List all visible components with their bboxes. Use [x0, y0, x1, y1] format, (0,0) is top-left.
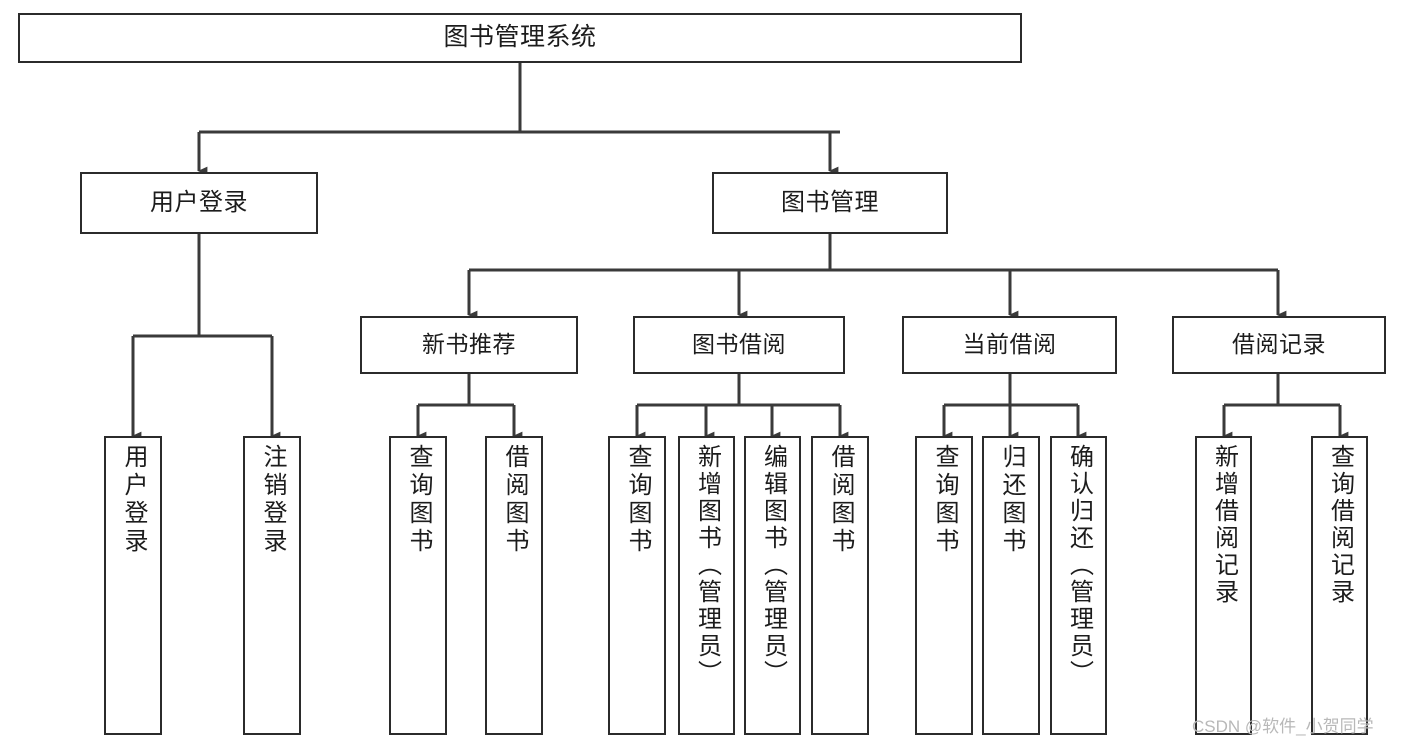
leaf-borrow-edit-book-admin[interactable]: 编辑图书（管理员）	[744, 436, 801, 735]
node-root-system[interactable]: 图书管理系统	[18, 13, 1022, 63]
node-label: 图书管理系统	[443, 23, 597, 52]
node-book-borrowing[interactable]: 图书借阅	[633, 316, 845, 374]
node-label: 查询图书	[931, 444, 958, 556]
node-label: 用户登录	[120, 444, 147, 556]
node-label: 当前借阅	[962, 331, 1057, 358]
node-book-management[interactable]: 图书管理	[712, 172, 948, 234]
leaf-borrow-borrow-book[interactable]: 借阅图书	[811, 436, 869, 735]
node-label: 查询借阅记录	[1326, 444, 1354, 606]
node-label: 查询图书	[624, 444, 651, 556]
leaf-new-books-query[interactable]: 查询图书	[389, 436, 447, 735]
node-label: 查询图书	[405, 444, 432, 556]
node-label: 用户登录	[150, 188, 248, 216]
node-label: 归还图书	[998, 444, 1025, 556]
leaf-current-query-book[interactable]: 查询图书	[915, 436, 973, 735]
node-label: 图书借阅	[692, 331, 786, 358]
node-label: 新增图书（管理员）	[693, 444, 721, 687]
node-label: 图书管理	[781, 188, 879, 216]
node-label: 新增借阅记录	[1210, 444, 1238, 606]
leaf-new-books-borrow[interactable]: 借阅图书	[485, 436, 543, 735]
watermark-text: CSDN @软件_小贺同学	[1192, 717, 1374, 736]
leaf-current-confirm-return-admin[interactable]: 确认归还（管理员）	[1050, 436, 1107, 735]
node-label: 新书推荐	[422, 331, 516, 358]
node-label: 注销登录	[259, 444, 286, 556]
leaf-records-add-record[interactable]: 新增借阅记录	[1195, 436, 1252, 735]
leaf-records-query-record[interactable]: 查询借阅记录	[1311, 436, 1368, 735]
leaf-borrow-query[interactable]: 查询图书	[608, 436, 666, 735]
node-label: 编辑图书（管理员）	[759, 444, 787, 687]
leaf-user-login-signin[interactable]: 用户登录	[104, 436, 162, 735]
leaf-current-return-book[interactable]: 归还图书	[982, 436, 1040, 735]
node-user-login[interactable]: 用户登录	[80, 172, 318, 234]
node-borrowing-records[interactable]: 借阅记录	[1172, 316, 1386, 374]
leaf-borrow-add-book-admin[interactable]: 新增图书（管理员）	[678, 436, 735, 735]
node-label: 借阅记录	[1232, 331, 1326, 358]
leaf-user-login-logout[interactable]: 注销登录	[243, 436, 301, 735]
node-new-book-recommendation[interactable]: 新书推荐	[360, 316, 578, 374]
node-label: 确认归还（管理员）	[1065, 444, 1093, 687]
node-label: 借阅图书	[501, 444, 528, 556]
node-current-borrowing[interactable]: 当前借阅	[902, 316, 1117, 374]
node-label: 借阅图书	[827, 444, 854, 556]
